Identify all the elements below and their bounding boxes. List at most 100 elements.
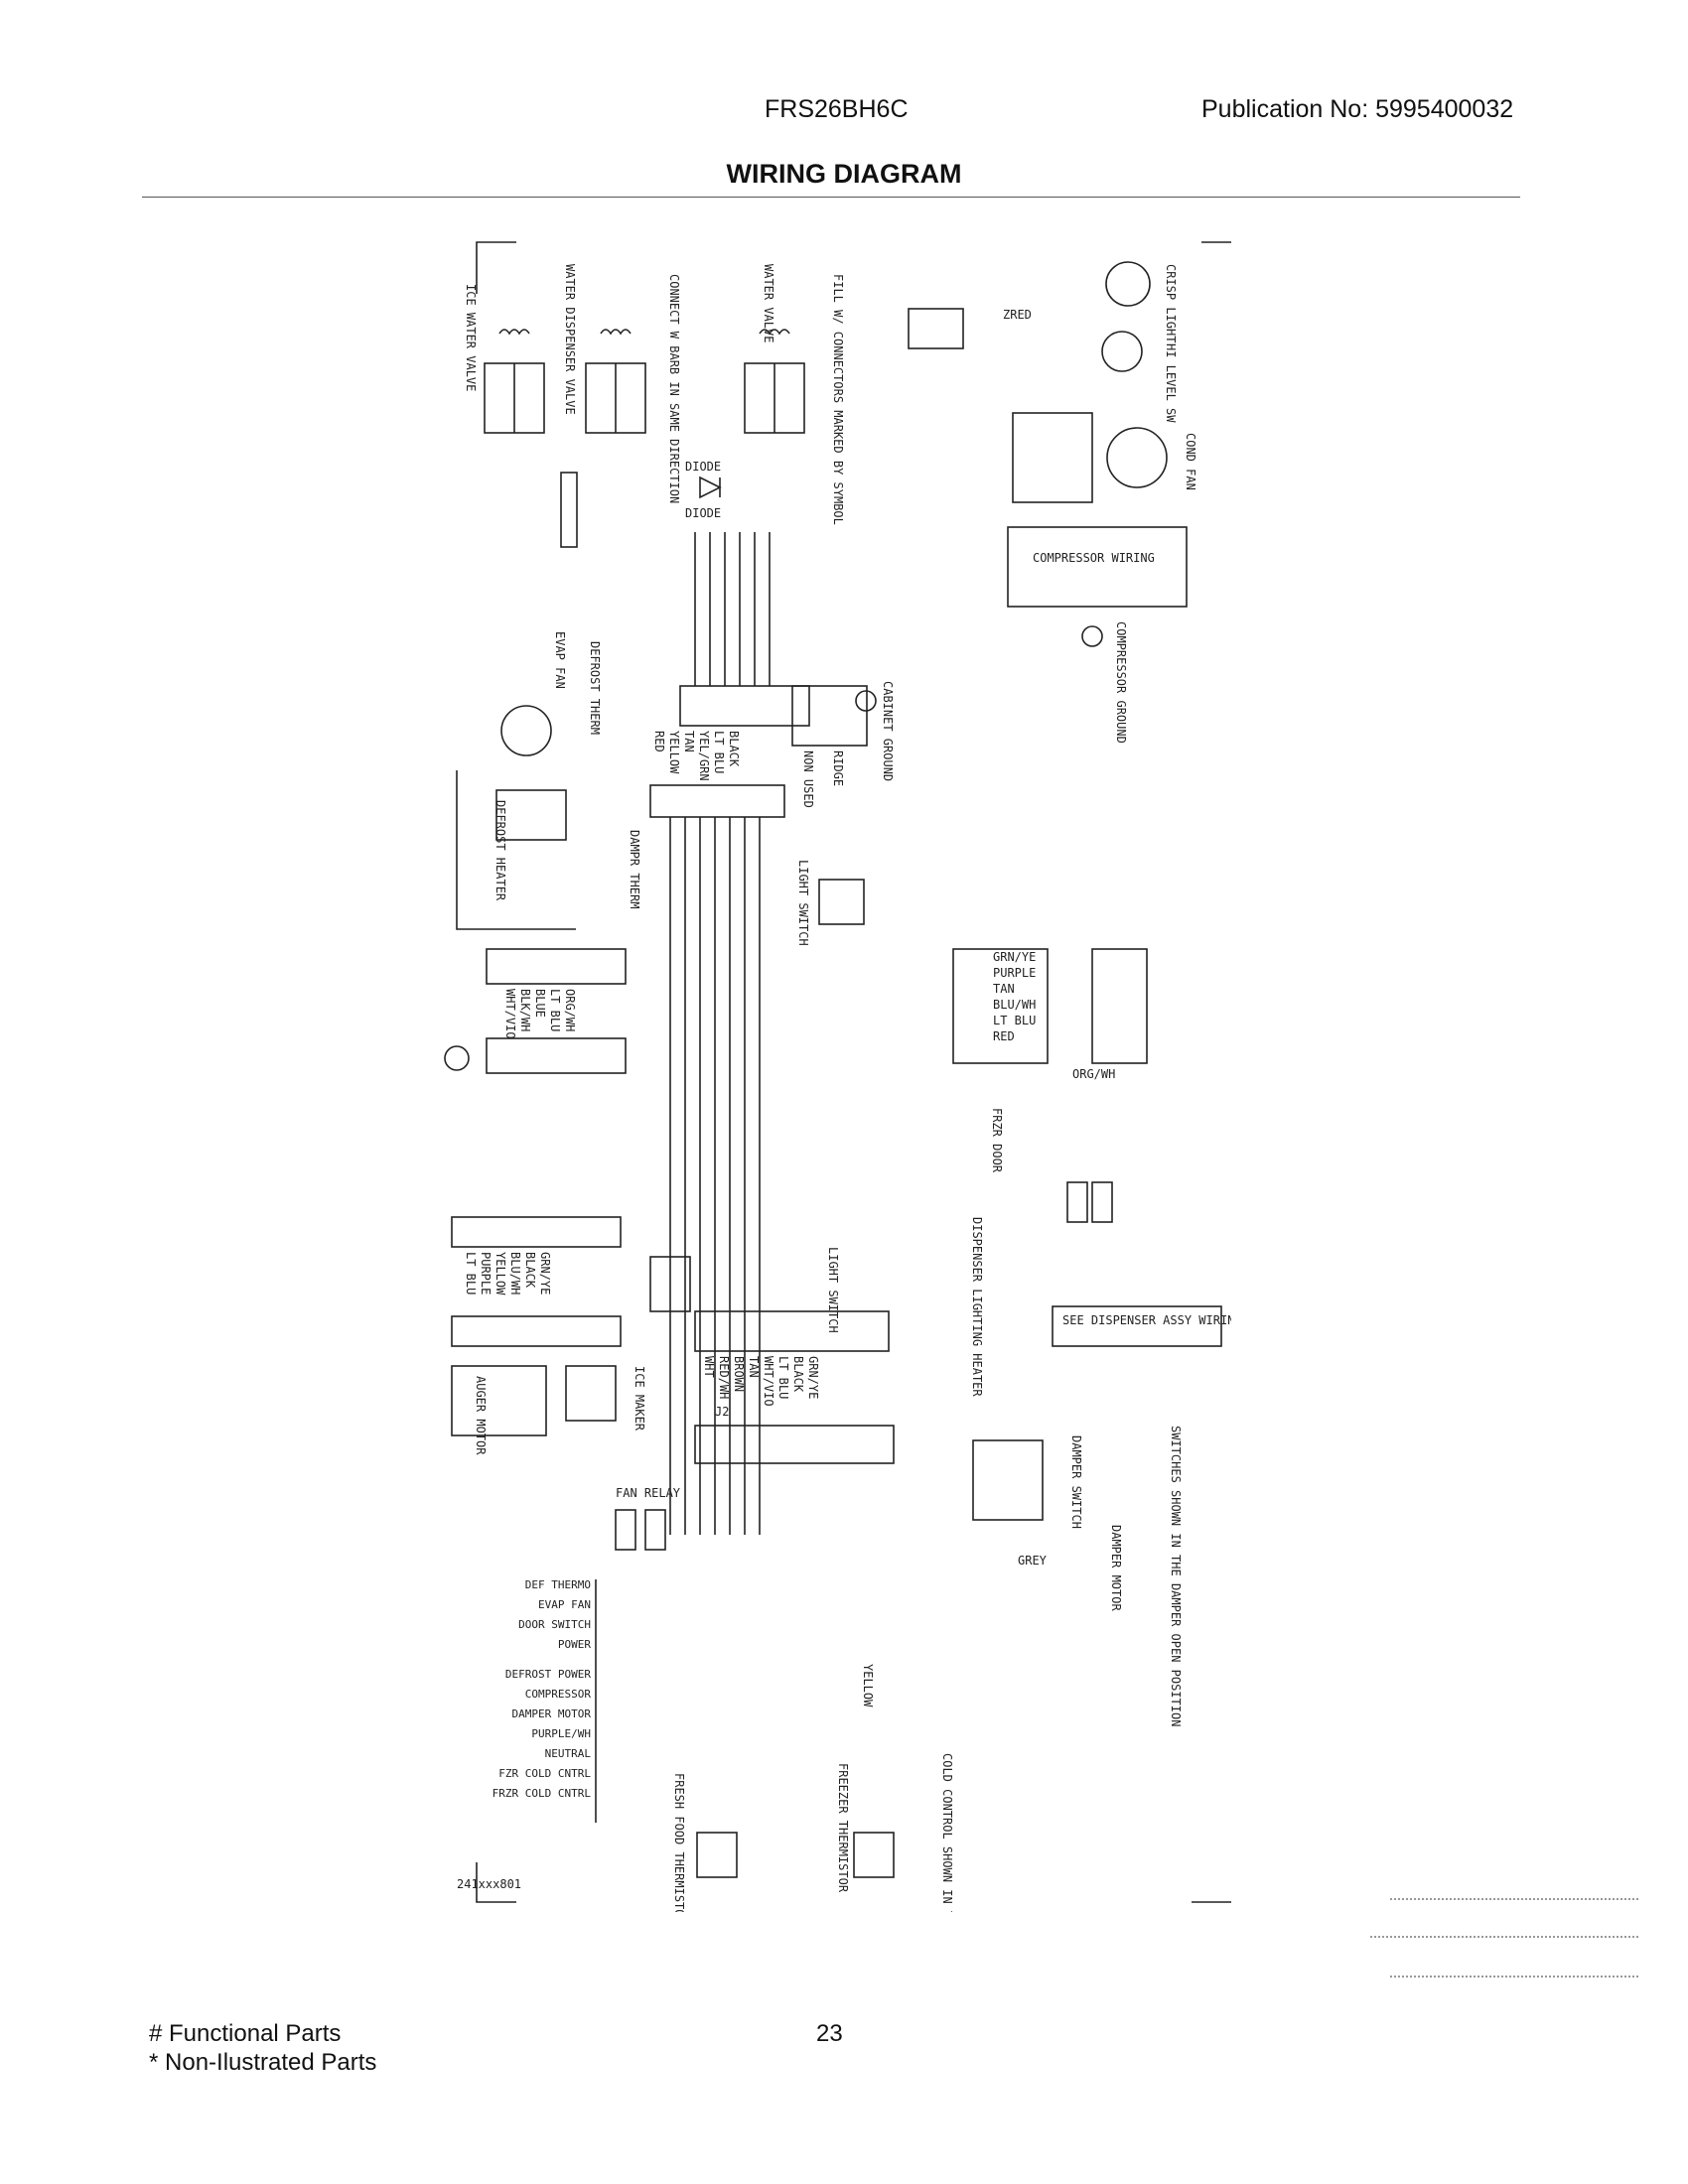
label-dispenser-heater: DISPENSER LIGHTING HEATER — [970, 1217, 984, 1397]
label-hi-level-sw: HI LEVEL SW — [1164, 343, 1178, 423]
label-auger-motor: AUGER MOTOR — [474, 1376, 488, 1455]
label-crisp-light: CRISP LIGHT — [1164, 264, 1178, 342]
label-terminal-9: FZR COLD CNTRL — [498, 1767, 591, 1780]
label-terminal-2: DOOR SWITCH — [518, 1618, 591, 1631]
label-wire-lower-left-4: BLACK — [523, 1252, 537, 1289]
frame-corner-br — [1192, 1901, 1231, 1903]
compressor-wiring-box — [1007, 526, 1188, 608]
label-damper-switch: DAMPER SWITCH — [1069, 1435, 1083, 1529]
top-connector — [908, 308, 964, 349]
label-ridge: RIDGE — [831, 751, 845, 786]
label-wire-lower-left-5: GRN/YE — [538, 1252, 552, 1295]
label-wire-center-5: RED — [652, 731, 666, 752]
label-light-switch-lower: LIGHT SWITCH — [826, 1247, 840, 1333]
label-cabinet-ground: CABINET GROUND — [881, 681, 895, 781]
label-terminal-8: NEUTRAL — [545, 1747, 592, 1760]
label-light-switch-upper: LIGHT SWITCH — [796, 860, 810, 946]
label-wire-left-0: WHT/VIO — [503, 989, 517, 1039]
label-cond-fan: COND FAN — [1184, 433, 1197, 490]
label-switches-note: SWITCHES SHOWN IN THE DAMPER OPEN POSITI… — [1169, 1426, 1183, 1726]
label-wire-left-2: BLUE — [533, 989, 547, 1018]
label-note-markers: FILL W/ CONNECTORS MARKED BY SYMBOL — [831, 274, 845, 525]
label-yellow: YELLOW — [861, 1664, 875, 1707]
light-switch-upper-icon — [818, 879, 865, 925]
dotted-line-2 — [1370, 1936, 1638, 1938]
label-terminal-4: DEFROST POWER — [505, 1668, 591, 1681]
label-defrost-therm: DEFROST THERM — [588, 641, 602, 735]
label-wire-lower-center-6: BLACK — [791, 1356, 805, 1393]
diode — [560, 472, 722, 548]
label-wire-lower-left-3: BLU/WH — [508, 1252, 522, 1295]
label-right-harness-2: TAN — [993, 982, 1015, 996]
label-grey: GREY — [1018, 1554, 1048, 1568]
label-j2: J2 — [715, 1405, 729, 1419]
label-cold-control: COLD CONTROL SHOWN IN THE OFF POSITION — [940, 1753, 954, 1912]
label-dampr-therm: DAMPR THERM — [628, 830, 641, 908]
model-number: FRS26BH6C — [765, 95, 909, 123]
page-number: 23 — [816, 2020, 843, 2047]
label-wire-lower-center-4: WHT/VIO — [762, 1356, 775, 1407]
wiring-diagram: ICE WATER VALVE WATER DISPENSER VALVE WA… — [444, 241, 1231, 1912]
label-damper-motor: DAMPER MOTOR — [1109, 1525, 1123, 1611]
label-diode-2: DIODE — [685, 506, 721, 520]
label-frzr-door: FRZR DOOR — [990, 1108, 1004, 1173]
cond-fan-icon — [1106, 427, 1168, 488]
cabinet-ground-icon — [855, 690, 877, 712]
label-terminal-7: PURPLE/WH — [531, 1727, 591, 1740]
label-wire-left-4: ORG/WH — [563, 989, 577, 1031]
label-compressor-ground: COMPRESSOR GROUND — [1114, 621, 1128, 744]
label-wire-center-1: LT BLU — [712, 731, 726, 773]
label-terminal-10: FRZR COLD CNTRL — [492, 1787, 592, 1800]
label-right-harness-0: GRN/YE — [993, 950, 1036, 964]
label-wire-center-4: YELLOW — [667, 731, 681, 774]
page-title: WIRING DIAGRAM — [726, 159, 962, 189]
label-right-harness-bottom: ORG/WH — [1072, 1067, 1115, 1081]
label-right-harness-3: BLU/WH — [993, 998, 1036, 1012]
label-see-dispenser: SEE DISPENSER ASSY WIRING — [1062, 1313, 1231, 1327]
center-lower-connector — [694, 1310, 890, 1352]
label-fan-relay: FAN RELAY — [616, 1486, 681, 1500]
label-defrost-heater: DEFROST HEATER — [493, 800, 507, 901]
label-water-valve: WATER VALVE — [762, 264, 775, 342]
label-wire-lower-center-7: GRN/YE — [806, 1356, 820, 1399]
frame-corner-bl — [476, 1862, 516, 1903]
label-ice-maker: ICE MAKER — [633, 1366, 646, 1432]
label-wire-lower-center-5: LT BLU — [776, 1356, 790, 1399]
label-compressor-wiring: COMPRESSOR WIRING — [1033, 551, 1155, 565]
label-wire-lower-center-2: BROWN — [732, 1356, 746, 1392]
label-non-used: NON USED — [801, 751, 815, 808]
header-rule — [142, 197, 1520, 198]
light-switch-lower-icon — [649, 1256, 691, 1312]
dotted-line-3 — [1390, 1976, 1638, 1978]
label-zred: ZRED — [1003, 308, 1032, 322]
frame-corner-tr — [1201, 241, 1231, 243]
dotted-line-1 — [1390, 1898, 1638, 1900]
crisp-light-icon — [1105, 261, 1151, 307]
compressor-ground-icon — [1081, 625, 1103, 647]
cond-fan-connector — [1012, 412, 1093, 503]
j2-connector — [694, 1425, 895, 1464]
ice-water-valve — [484, 329, 545, 434]
frame-corner-tl — [476, 241, 516, 294]
water-dispenser-valve — [585, 329, 646, 434]
water-valve — [744, 329, 805, 434]
dispenser-relay-1 — [1066, 1181, 1088, 1223]
fan-relay-2 — [644, 1509, 666, 1551]
label-freezer-thermistor: FREEZER THERMISTOR — [836, 1763, 850, 1893]
main-harness — [649, 532, 868, 1535]
freezer-thermistor-icon — [853, 1832, 895, 1878]
label-terminal-5: COMPRESSOR — [525, 1688, 592, 1701]
label-part-number: 241xxx801 — [457, 1877, 521, 1891]
label-note-connect: CONNECT W BARB IN SAME DIRECTION — [667, 274, 681, 503]
label-evap-fan: EVAP FAN — [553, 631, 567, 689]
label-wire-lower-left-0: LT BLU — [464, 1252, 478, 1295]
fresh-food-thermistor-icon — [696, 1832, 738, 1878]
label-wire-lower-left-1: PURPLE — [479, 1252, 492, 1295]
label-wire-center-0: BLACK — [727, 731, 741, 767]
label-water-dispenser-valve: WATER DISPENSER VALVE — [563, 264, 577, 415]
label-right-harness-4: LT BLU — [993, 1014, 1036, 1027]
label-diode: DIODE — [685, 460, 721, 474]
auger-motor-box — [451, 1365, 547, 1436]
label-terminal-3: POWER — [558, 1638, 591, 1651]
dispenser-assy-box — [1052, 1305, 1222, 1347]
